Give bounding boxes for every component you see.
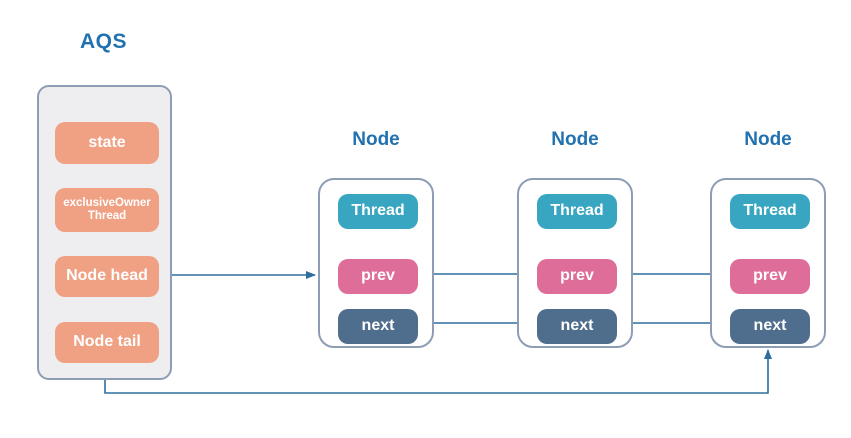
edge-tail-to-node3-next bbox=[104, 349, 772, 394]
node-2-group: Node Thread prev next bbox=[517, 129, 633, 348]
node-3-thread-label: Thread bbox=[743, 202, 797, 220]
node-2-prev-pill: prev bbox=[537, 259, 617, 294]
node-3-thread-pill: Thread bbox=[730, 194, 810, 229]
aqs-field-node-tail: Node tail bbox=[55, 322, 159, 363]
node-2-box: Thread prev next bbox=[517, 178, 633, 348]
aqs-field-tail-label: Node tail bbox=[73, 333, 141, 351]
aqs-field-owner-label-line1: exclusiveOwner bbox=[63, 196, 151, 209]
node-1-box: Thread prev next bbox=[318, 178, 434, 348]
node-1-prev-pill: prev bbox=[338, 259, 418, 294]
node-3-next-pill: next bbox=[730, 309, 810, 344]
aqs-container: state exclusiveOwner Thread Node head No… bbox=[37, 85, 172, 380]
node-3-title: Node bbox=[744, 129, 792, 150]
node-2-thread-label: Thread bbox=[550, 202, 604, 220]
node-1-thread-label: Thread bbox=[351, 202, 405, 220]
node-3-group: Node Thread prev next bbox=[710, 129, 826, 348]
node-2-thread-pill: Thread bbox=[537, 194, 617, 229]
node-3-box: Thread prev next bbox=[710, 178, 826, 348]
node-2-title: Node bbox=[551, 129, 599, 150]
node-3-prev-pill: prev bbox=[730, 259, 810, 294]
node-2-next-pill: next bbox=[537, 309, 617, 344]
aqs-field-head-label: Node head bbox=[66, 267, 148, 285]
node-1-next-pill: next bbox=[338, 309, 418, 344]
node-1-title: Node bbox=[352, 129, 400, 150]
node-1-next-label: next bbox=[361, 317, 395, 335]
node-3-prev-label: prev bbox=[753, 267, 787, 285]
aqs-field-state: state bbox=[55, 122, 159, 164]
aqs-field-exclusive-owner-thread: exclusiveOwner Thread bbox=[55, 188, 159, 232]
aqs-field-owner-label-line2: Thread bbox=[87, 210, 127, 222]
aqs-field-node-head: Node head bbox=[55, 256, 159, 297]
node-1-thread-pill: Thread bbox=[338, 194, 418, 229]
node-2-prev-label: prev bbox=[560, 267, 594, 285]
node-2-next-label: next bbox=[560, 317, 594, 335]
node-3-next-label: next bbox=[753, 317, 787, 335]
node-1-group: Node Thread prev next bbox=[318, 129, 434, 348]
node-1-prev-label: prev bbox=[361, 267, 395, 285]
aqs-field-state-label: state bbox=[88, 133, 126, 151]
aqs-title: AQS bbox=[80, 30, 128, 53]
